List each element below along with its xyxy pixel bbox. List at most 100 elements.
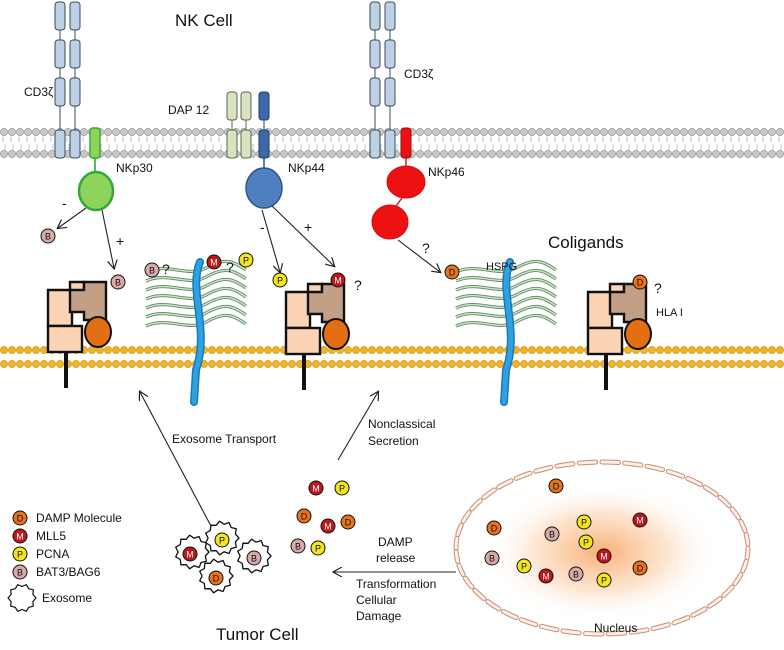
nkp30-plus-sign: +: [116, 233, 124, 249]
nkp30-label: NKp30: [116, 161, 153, 175]
svg-text:P: P: [583, 538, 589, 548]
nkp44-ligand-question-sign: ?: [354, 277, 362, 293]
mll5-question-sign: ?: [226, 259, 234, 275]
svg-text:M: M: [600, 552, 608, 562]
svg-text:P: P: [277, 276, 283, 286]
mll5-molecule: M: [330, 272, 346, 288]
legend-pcna-label: PCNA: [36, 547, 69, 561]
dap12-label: DAP 12: [168, 103, 209, 117]
nkp30-minus-sign: -: [62, 195, 67, 211]
pcna-molecule: P: [516, 558, 532, 574]
bat3-molecule: B: [144, 262, 160, 278]
svg-text:M: M: [334, 276, 342, 286]
mll5-molecule: M: [538, 568, 554, 584]
svg-text:D: D: [637, 564, 644, 574]
bat3-molecule: B: [484, 550, 500, 566]
svg-text:P: P: [521, 562, 527, 572]
legend-damp-label: DAMP Molecule: [36, 511, 122, 525]
svg-text:D: D: [213, 574, 220, 584]
damp-molecule: D: [296, 508, 312, 524]
damp-molecule: D: [548, 478, 564, 494]
tumor-cell-title: Tumor Cell: [216, 625, 299, 644]
legend-bat3-label: BAT3/BAG6: [36, 565, 101, 579]
mll5-molecule: M: [596, 548, 612, 564]
hla-label: HLA I: [656, 307, 683, 319]
svg-text:P: P: [219, 536, 225, 546]
nkp46-question-sign: ?: [422, 240, 430, 256]
pcna-molecule: P: [214, 532, 230, 548]
svg-text:B: B: [17, 568, 23, 578]
bat3-molecule: B: [544, 526, 560, 542]
bat3-molecule: B: [40, 228, 56, 244]
receptor-arrows: [58, 205, 440, 272]
nkp44-minus-sign: -: [260, 219, 265, 235]
damp-molecule: D: [208, 570, 224, 586]
svg-text:D: D: [449, 268, 456, 278]
hla-complexes: [46, 280, 652, 390]
svg-text:M: M: [186, 550, 194, 560]
hspg-label: HSPG: [486, 261, 517, 273]
svg-text:B: B: [149, 266, 155, 276]
svg-text:M: M: [312, 484, 320, 494]
svg-text:B: B: [549, 530, 555, 540]
cd3-zeta-right: [369, 1, 396, 159]
mll5-molecule: M: [206, 254, 222, 270]
svg-text:P: P: [17, 550, 23, 560]
svg-text:P: P: [243, 256, 249, 266]
svg-text:B: B: [295, 542, 301, 552]
nucleus-label: Nucleus: [594, 621, 637, 635]
legend-mll5-label: MLL5: [36, 529, 66, 543]
hla-question-sign: ?: [654, 280, 662, 296]
pcna-molecule: P: [578, 534, 594, 550]
svg-text:B: B: [573, 570, 579, 580]
damage-label: Damage: [356, 609, 402, 623]
bat3-molecule: B: [110, 274, 126, 290]
nonclassical-label-2: Secretion: [368, 434, 419, 448]
pcna-molecule: P: [238, 252, 254, 268]
nk-cell-title: NK Cell: [175, 11, 233, 30]
cellular-label: Cellular: [356, 593, 397, 607]
svg-text:B: B: [45, 232, 51, 242]
cd3-left-label: CD3ζ: [24, 85, 54, 99]
nkp44-label: NKp44: [288, 161, 325, 175]
mll5-molecule: M: [320, 518, 336, 534]
hspg-glycan-right: [455, 258, 557, 406]
legend-bat3-icon: B: [12, 564, 28, 580]
pcna-molecule: P: [576, 514, 592, 530]
bat3-molecule: B: [290, 538, 306, 554]
damp-molecule: D: [632, 560, 648, 576]
nkp30-receptor: [77, 127, 115, 212]
damp-release-label-2: release: [376, 551, 416, 565]
tumor-cell-membrane: [0, 346, 784, 368]
nkp44-receptor: [245, 91, 283, 209]
pcna-molecule: P: [596, 572, 612, 588]
nkp46-label: NKp46: [428, 165, 465, 179]
nonclassical-label-1: Nonclassical: [368, 417, 435, 431]
svg-text:M: M: [16, 532, 24, 542]
legend-pcna-icon: P: [12, 546, 28, 562]
svg-text:P: P: [601, 576, 607, 586]
damp-molecule: D: [486, 520, 502, 536]
bat3-question-sign: ?: [162, 261, 170, 277]
svg-text:P: P: [315, 544, 321, 554]
damp-molecule: D: [444, 264, 460, 280]
svg-text:D: D: [345, 518, 352, 528]
svg-text:P: P: [339, 484, 345, 494]
svg-text:D: D: [17, 514, 24, 524]
pcna-molecule: P: [310, 540, 326, 556]
svg-text:B: B: [115, 278, 121, 288]
coligands-label: Coligands: [548, 233, 624, 252]
svg-text:D: D: [491, 524, 498, 534]
svg-text:D: D: [553, 482, 560, 492]
svg-text:B: B: [489, 554, 495, 564]
svg-text:M: M: [542, 572, 550, 582]
dap12-chains: [226, 91, 252, 159]
svg-text:D: D: [637, 278, 644, 288]
cd3-zeta-left: [54, 1, 81, 159]
legend-damp-icon: D: [12, 510, 28, 526]
svg-text:B: B: [251, 554, 257, 564]
svg-text:M: M: [636, 516, 644, 526]
svg-text:D: D: [301, 512, 308, 522]
pcna-molecule: P: [272, 272, 288, 288]
